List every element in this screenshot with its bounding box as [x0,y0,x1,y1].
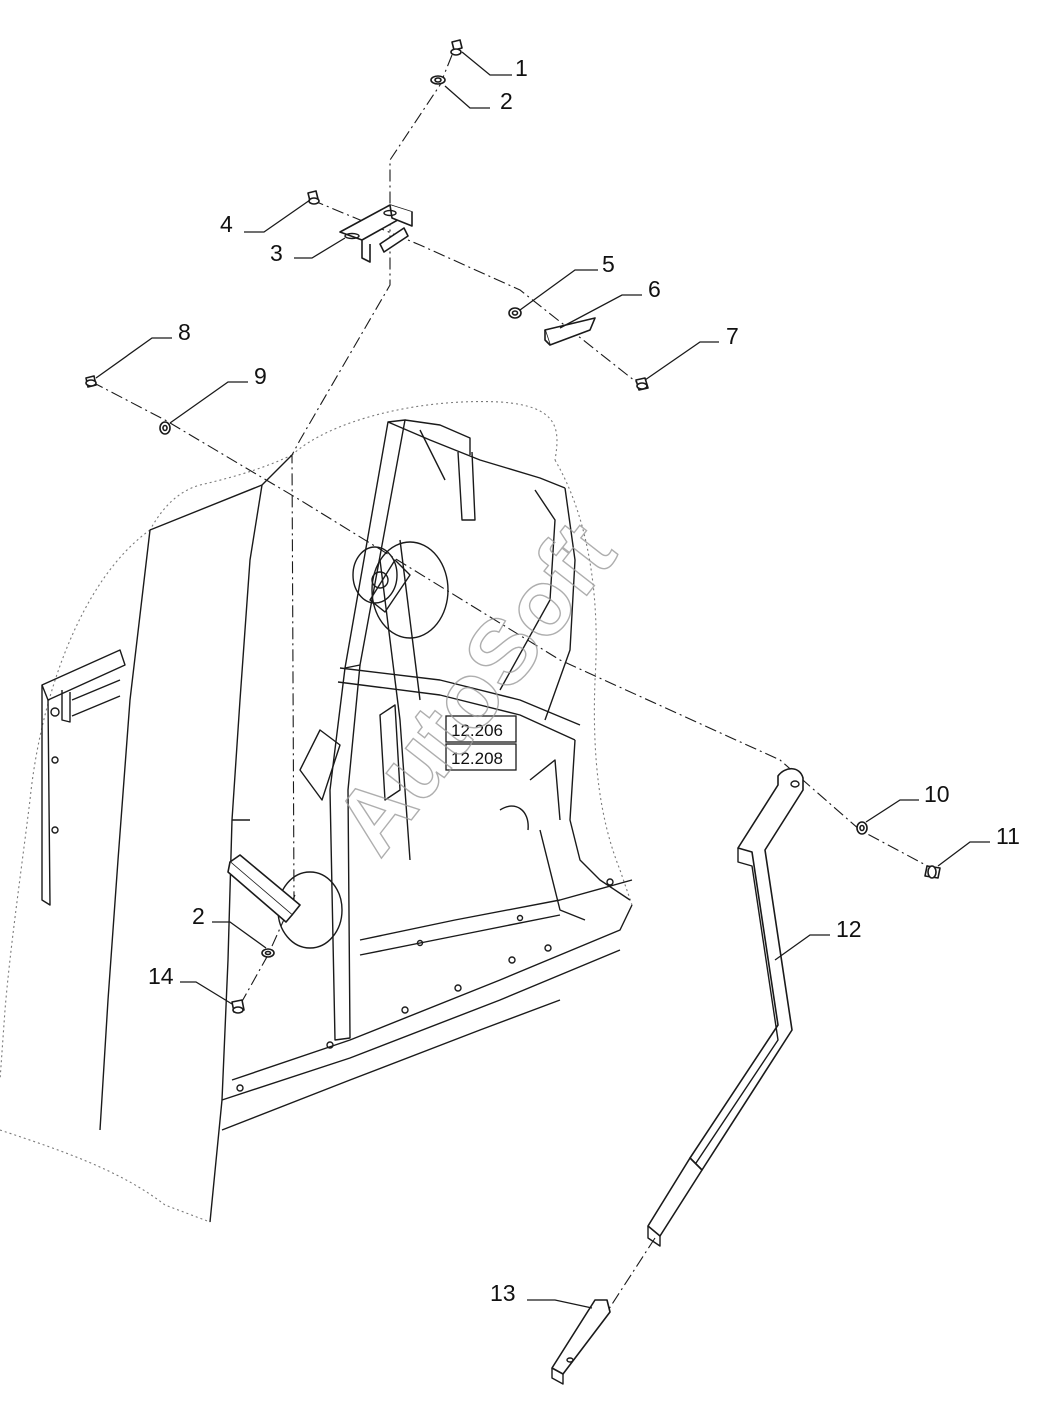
hardware-washer-5 [508,307,522,319]
leader-lines [95,51,990,1309]
callout-3: 3 [270,240,283,266]
ref-box-12-206 [445,715,517,743]
callout-1: 1 [515,55,528,81]
assembly-axes [91,54,936,1316]
ref-box-12-208 [445,743,517,771]
latch-plate [227,854,301,923]
hardware-bolt-1 [450,39,463,56]
hardware-washer-9 [159,421,171,435]
cross-reference-boxes: 12.206 12.208 [445,715,517,771]
plate-6 [544,317,596,346]
hardware-washer-2-lower [261,948,275,958]
callout-6: 6 [648,276,661,302]
callout-7: 7 [726,323,739,349]
main-frame-structure [221,419,633,1131]
side-cover-panel [99,454,293,1223]
callout-5: 5 [602,251,615,277]
bracket-3 [339,204,413,263]
callout-10: 10 [924,781,950,807]
callout-2-top: 2 [500,88,513,114]
lever-12 [647,767,804,1247]
hardware-bolt-4 [307,190,320,205]
callout-12: 12 [836,916,862,942]
ref-12-208[interactable]: 12.208 [451,749,503,768]
hardware-bolt-14 [231,999,245,1014]
hardware-bolt-8 [85,375,97,388]
ref-12-206[interactable]: 12.206 [451,721,503,740]
hardware-washer-10 [856,821,868,835]
watermark-text: AutoSoft [315,504,634,873]
callout-11: 11 [996,823,1020,849]
housing-ghost-outline [0,400,633,1223]
hardware-bolt-11 [924,865,941,879]
callout-labels: 1 2 3 4 5 6 7 8 9 10 11 12 13 2 14 [148,55,1020,1306]
hardware-bolt-7 [635,377,649,391]
callout-14: 14 [148,963,174,989]
rear-frame-beams [41,649,126,906]
hardware-washer-2-top [430,75,446,85]
callout-4: 4 [220,211,233,237]
callout-2-lower: 2 [192,903,205,929]
handle-13 [551,1299,611,1385]
callout-8: 8 [178,319,191,345]
callout-13: 13 [490,1280,516,1306]
watermark: AutoSoft [315,503,636,873]
callout-9: 9 [254,363,267,389]
